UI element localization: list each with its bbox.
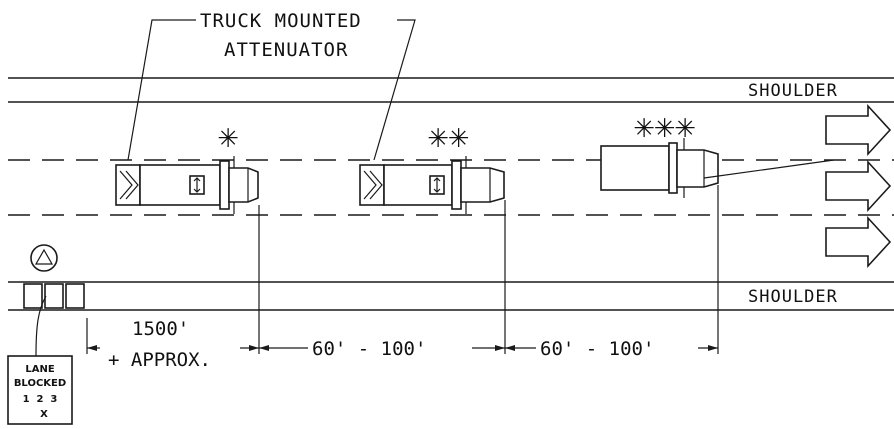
sign-triangle-icon bbox=[34, 248, 54, 265]
shoulder-label-top: SHOULDER bbox=[748, 81, 838, 101]
sign-symbol: A bbox=[30, 244, 58, 272]
shoulder-panel-3 bbox=[65, 283, 85, 309]
lane-blocked-line1: LANE bbox=[25, 364, 54, 375]
lane-blocked-leader bbox=[35, 295, 47, 357]
vehicle-3-stars: ✳✳✳ bbox=[634, 106, 695, 146]
vehicle-1: ✳ bbox=[115, 116, 259, 214]
vehicle-1-stars: ✳ bbox=[218, 116, 238, 156]
attenuator-1 bbox=[115, 164, 141, 206]
attenuator-2 bbox=[359, 164, 385, 206]
attenuator-chevron-1 bbox=[119, 170, 133, 200]
truck-cab-2 bbox=[460, 167, 505, 203]
lane-blocked-line2: BLOCKED bbox=[14, 378, 66, 389]
truck-cab-3 bbox=[676, 149, 719, 188]
truck-cab-1 bbox=[228, 167, 259, 203]
callout-line-2: ATTENUATOR bbox=[224, 39, 348, 61]
dim-gap-2: 60' - 100' bbox=[540, 338, 654, 360]
dim-approx: + APPROX. bbox=[108, 349, 211, 371]
callout-leader-1 bbox=[127, 19, 196, 161]
truck-body-3 bbox=[600, 145, 670, 191]
lane-blocked-panel bbox=[7, 355, 73, 425]
dim-gap-1: 60' - 100' bbox=[312, 338, 426, 360]
callout-leader-2 bbox=[373, 19, 416, 161]
vehicle-3-leader bbox=[703, 159, 835, 179]
vehicle-2-stars: ✳✳ bbox=[428, 116, 469, 156]
truck-body-1 bbox=[139, 164, 221, 206]
attenuator-chevron-2 bbox=[363, 170, 377, 200]
lane-blocked-sign: LANE BLOCKED 1 2 3 X bbox=[7, 355, 73, 425]
lane-blocked-numbers: 1 2 3 bbox=[23, 394, 58, 405]
truck-cab-back-1 bbox=[219, 160, 230, 210]
dim-1500: 1500' bbox=[132, 318, 189, 340]
sign-circle-icon bbox=[30, 244, 58, 272]
direction-arrow-lane-3 bbox=[825, 215, 892, 269]
shoulder-panel-2 bbox=[44, 283, 64, 309]
truck-cab-back-2 bbox=[451, 160, 462, 210]
truck-cab-back-3 bbox=[668, 142, 678, 194]
sign-symbol-letter: A bbox=[44, 260, 45, 263]
direction-arrow-lane-2 bbox=[825, 159, 892, 213]
direction-arrow-lane-1 bbox=[825, 103, 892, 157]
vehicle-2: ✳✳ bbox=[359, 116, 505, 214]
vehicle-3: ✳✳✳ bbox=[600, 106, 835, 198]
shoulder-label-bottom: SHOULDER bbox=[748, 287, 838, 307]
shoulder-panel-1 bbox=[23, 283, 43, 309]
callout-line-1: TRUCK MOUNTED bbox=[200, 10, 362, 32]
lane-blocked-mark: X bbox=[40, 409, 48, 420]
